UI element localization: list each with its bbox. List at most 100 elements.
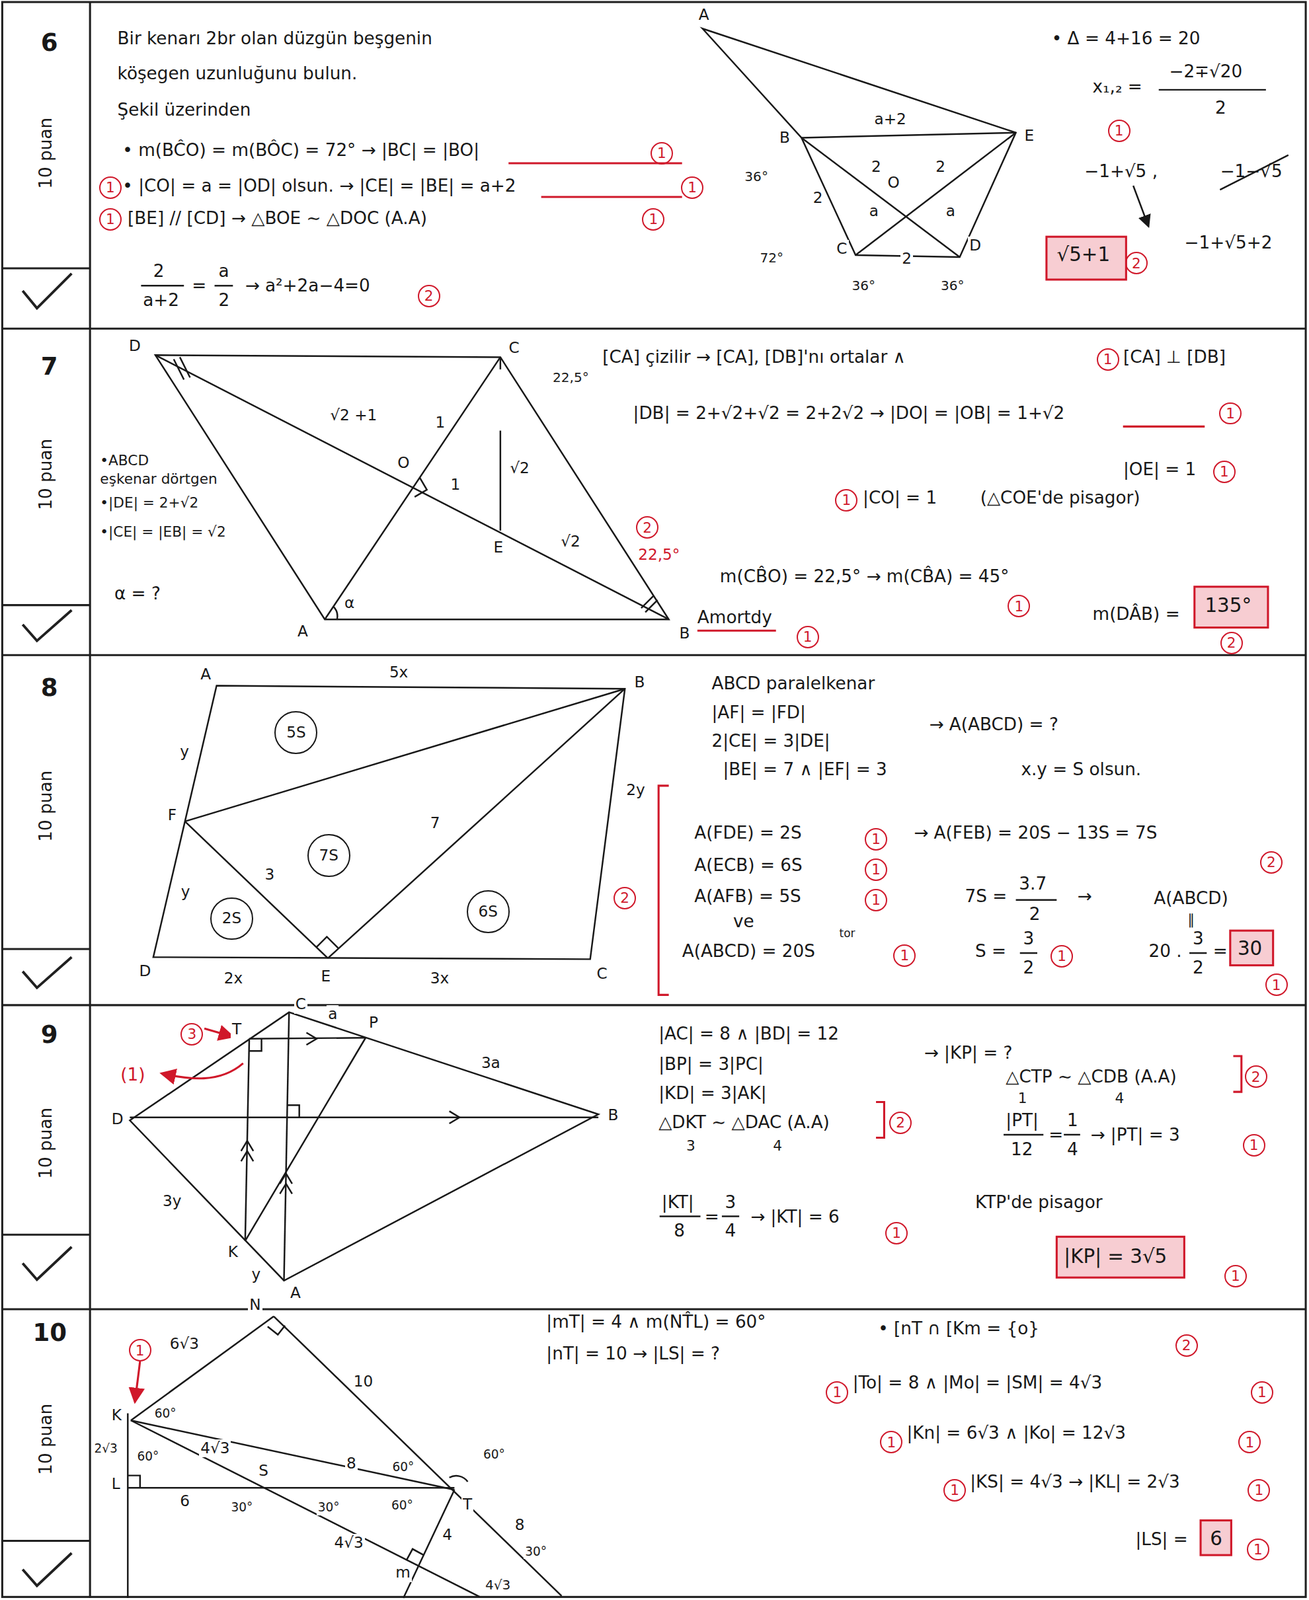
score-number: 1 xyxy=(1225,406,1235,422)
solution-text: → a²+2a−4=0 xyxy=(245,275,371,297)
figure-label: B xyxy=(633,673,647,693)
figure-label: m xyxy=(394,1564,412,1583)
figure-label: 4√3 xyxy=(198,1439,231,1459)
score-number: 2 xyxy=(1266,855,1276,871)
solution-text: |To| = 8 ∧ |Mo| = |SM| = 4√3 xyxy=(852,1373,1103,1395)
score-circle: 1 xyxy=(650,142,674,165)
solution-text: 4 xyxy=(725,1221,737,1243)
solution-text: 2 xyxy=(1023,957,1035,980)
area-circle: 5S xyxy=(274,711,318,755)
figure-label: D xyxy=(127,337,143,356)
figure-label: 3a xyxy=(479,1054,502,1073)
figure-label: √2 xyxy=(508,459,531,478)
solution-text: 2 xyxy=(1215,97,1227,119)
solution-text: → A(FEB) = 20S − 13S = 7S xyxy=(913,823,1157,845)
score-circle: 2 xyxy=(1125,251,1148,275)
score-circle: 1 xyxy=(1238,1431,1261,1454)
area-text: 6S xyxy=(478,904,498,920)
score-circle: 2 xyxy=(613,887,636,910)
figure-label: √2 +1 xyxy=(328,406,379,426)
solution-text: |OE| = 1 xyxy=(1123,459,1196,481)
score-circle: 1 xyxy=(893,944,916,968)
figure-label: α xyxy=(343,594,356,613)
solution-text: • m(BĈO) = m(BÔC) = 72° → |BC| = |BO| xyxy=(122,140,480,162)
figure-label: A xyxy=(288,1284,303,1304)
score-circle: 1 xyxy=(128,1339,152,1362)
solution-text: −2∓√20 xyxy=(1168,61,1243,83)
solution-text: 22,5° xyxy=(637,546,680,565)
solution-text: A(ABCD) xyxy=(1153,888,1229,910)
score-number: 1 xyxy=(1114,123,1124,139)
solution-text: |CO| = 1 xyxy=(862,487,937,510)
figure-label: 22,5° xyxy=(551,369,591,386)
solution-text: a xyxy=(218,261,230,283)
solution-text: −1−√5 xyxy=(1220,161,1283,183)
score-number: 1 xyxy=(1230,1269,1241,1284)
figure-label: a xyxy=(868,202,880,221)
figure-label: y xyxy=(179,883,192,902)
area-circle: 2S xyxy=(210,897,254,941)
solution-text: −1+√5+2 xyxy=(1184,232,1273,254)
score-number: 1 xyxy=(1254,1483,1264,1499)
figure-label: y xyxy=(249,1266,262,1285)
figure-label: C xyxy=(595,965,609,984)
score-circle: 2 xyxy=(1244,1065,1268,1089)
solution-text: •|DE| = 2+√2 xyxy=(99,494,199,512)
points-label: 10 puan xyxy=(35,1108,57,1180)
solution-text: α = ? xyxy=(114,583,161,605)
figure-label: 1 xyxy=(449,476,463,495)
figure-label: 2√3 xyxy=(93,1441,119,1457)
solution-text: m(CB̂O) = 22,5° → m(CB̂A) = 45° xyxy=(719,566,1010,588)
solution-text: 6 xyxy=(1209,1527,1223,1551)
figure-label: E xyxy=(491,538,505,558)
figure-label: D xyxy=(138,962,153,982)
score-circle: 1 xyxy=(1213,460,1236,484)
score-number: 1 xyxy=(1257,1385,1267,1401)
solution-text: |KP| = 3√5 xyxy=(1063,1245,1167,1269)
score-circle: 1 xyxy=(1247,1479,1270,1503)
score-number: 1 xyxy=(1253,1543,1263,1558)
solution-text: tor xyxy=(839,926,856,941)
solution-text: 8 xyxy=(673,1221,685,1243)
solution-text: → |KT| = 6 xyxy=(750,1207,840,1229)
score-number: 1 xyxy=(950,1483,960,1499)
solution-text: = xyxy=(704,1207,720,1229)
figure-label: A xyxy=(296,622,310,642)
solution-text: m(DÂB) = xyxy=(1092,604,1181,626)
solution-text: A(AFB) = 5S xyxy=(694,886,802,908)
figure-label: 60° xyxy=(153,1406,178,1422)
points-label: 10 puan xyxy=(35,438,57,511)
solution-text: 20 . xyxy=(1149,941,1183,963)
score-number: 1 xyxy=(105,212,116,227)
solution-text: x₁,₂ = xyxy=(1092,76,1143,98)
answer-box xyxy=(1046,236,1274,1556)
figure-label: a+2 xyxy=(873,110,908,129)
solution-text: 7S = xyxy=(965,886,1008,908)
score-circle: 1 xyxy=(680,176,704,199)
figure-label: 60° xyxy=(135,1449,160,1465)
area-text: 5S xyxy=(286,725,306,741)
solution-text: = xyxy=(1048,1125,1064,1147)
figure-label: 2y xyxy=(624,781,646,800)
solution-text: |LS| = xyxy=(1135,1529,1188,1551)
solution-text: köşegen uzunluğunu bulun. xyxy=(117,63,358,85)
figure-label: B xyxy=(678,624,692,644)
figure-label: 60° xyxy=(481,1447,507,1463)
solution-text: |AF| = |FD| xyxy=(711,702,806,724)
score-circle: 1 xyxy=(1108,119,1131,143)
figure-label: 8 xyxy=(513,1516,527,1536)
figure-label: 60° xyxy=(391,1460,416,1475)
score-circle: 1 xyxy=(1050,945,1073,968)
score-number: 2 xyxy=(1182,1338,1192,1354)
solution-text: |KD| = 3|AK| xyxy=(658,1083,767,1105)
figure-label: 36° xyxy=(743,168,770,185)
solution-text: • |CO| = a = |OD| olsun. → |CE| = |BE| =… xyxy=(122,175,516,198)
solution-text: 1 xyxy=(1067,1110,1079,1132)
figure-label: 30° xyxy=(230,1500,255,1516)
score-circle: 1 xyxy=(1007,595,1031,618)
figure-label: K xyxy=(226,1243,240,1263)
figure-label: 4 xyxy=(440,1526,454,1546)
score-number: 1 xyxy=(687,180,697,196)
score-number: 1 xyxy=(833,1385,843,1401)
